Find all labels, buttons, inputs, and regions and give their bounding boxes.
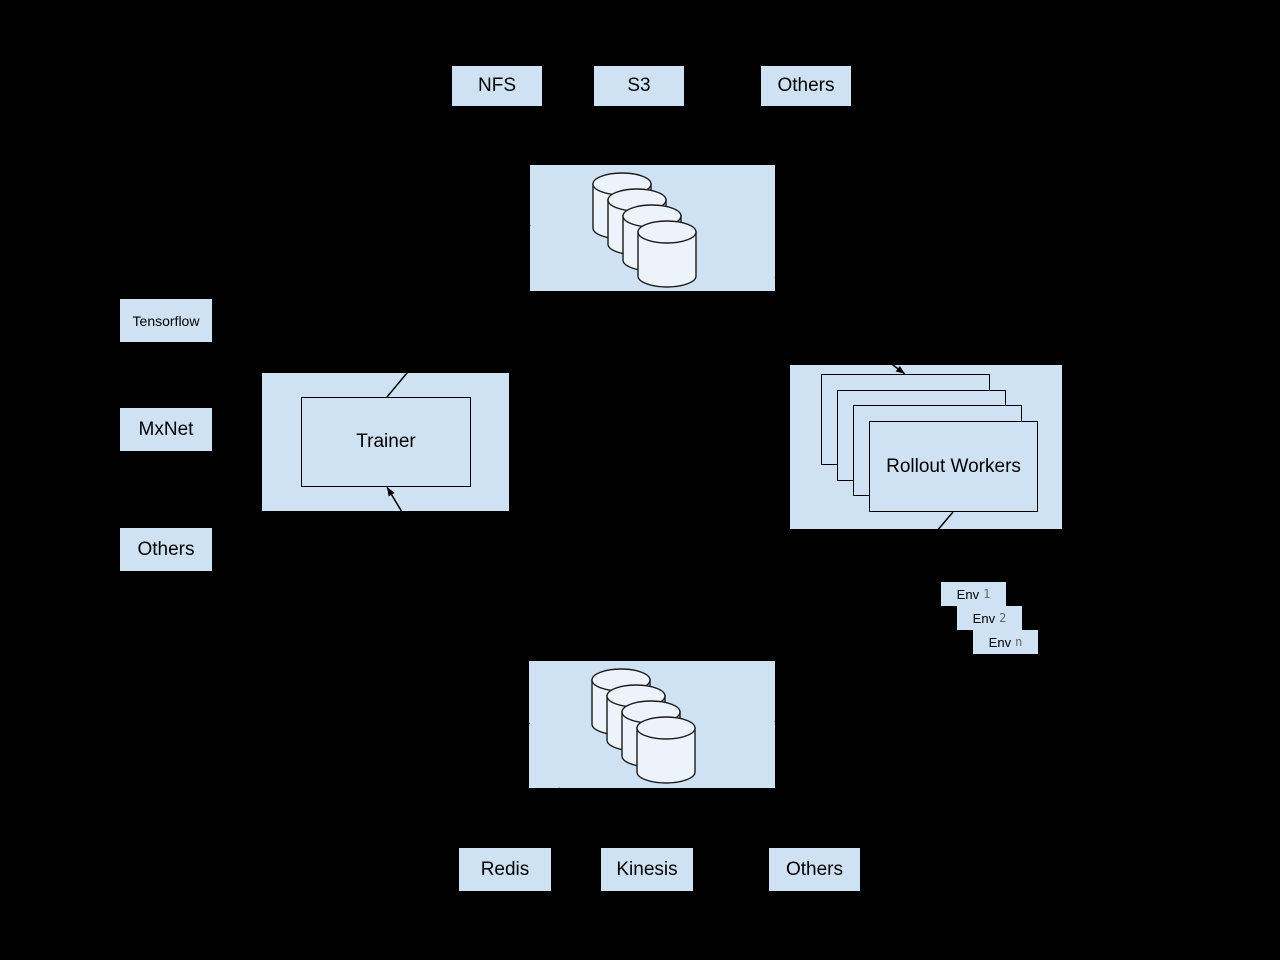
nfs-box: NFS — [452, 66, 542, 106]
env-label: Env — [988, 634, 1012, 650]
mxnet-box: MxNet — [120, 408, 212, 451]
tensorflow-box: Tensorflow — [120, 299, 212, 342]
arrow-storage-bottom-to-trainer — [386, 486, 530, 725]
storage-cluster-top — [530, 165, 775, 291]
arrow-storage-top-to-rollout-workers — [774, 276, 906, 375]
trainer-box: Trainer — [301, 397, 471, 487]
redis-box: Redis — [459, 848, 551, 891]
kinesis-box: Kinesis — [601, 848, 693, 891]
env-index: n — [1015, 635, 1023, 649]
trainer-group: Trainer — [262, 373, 509, 511]
others-top-box: Others — [761, 66, 851, 106]
rollout-workers-box: Rollout Workers — [869, 421, 1038, 512]
s3-box: S3 — [594, 66, 684, 106]
env-label: Env — [972, 610, 996, 626]
rollout-workers-group: Rollout Workers — [790, 365, 1062, 529]
arrow-storage-bottom-to-redis — [499, 787, 561, 848]
arrow-rollout-workers-to-storage-bottom — [774, 511, 954, 723]
storage-cluster-bottom — [529, 661, 775, 788]
env-index: 2 — [999, 611, 1007, 625]
database-cylinders-icon — [591, 668, 696, 784]
arrow-storage-top-to-trainer — [386, 224, 531, 398]
database-cylinders-icon — [592, 172, 697, 288]
others-bottom-box: Others — [769, 848, 860, 891]
env-index: 1 — [983, 587, 991, 601]
others-left-box: Others — [120, 528, 212, 571]
env-label: Env — [956, 586, 980, 602]
arrowhead-rollout-workers-to-storage-bottom — [775, 712, 784, 722]
arrowhead-storage-bottom-to-redis — [500, 838, 509, 847]
